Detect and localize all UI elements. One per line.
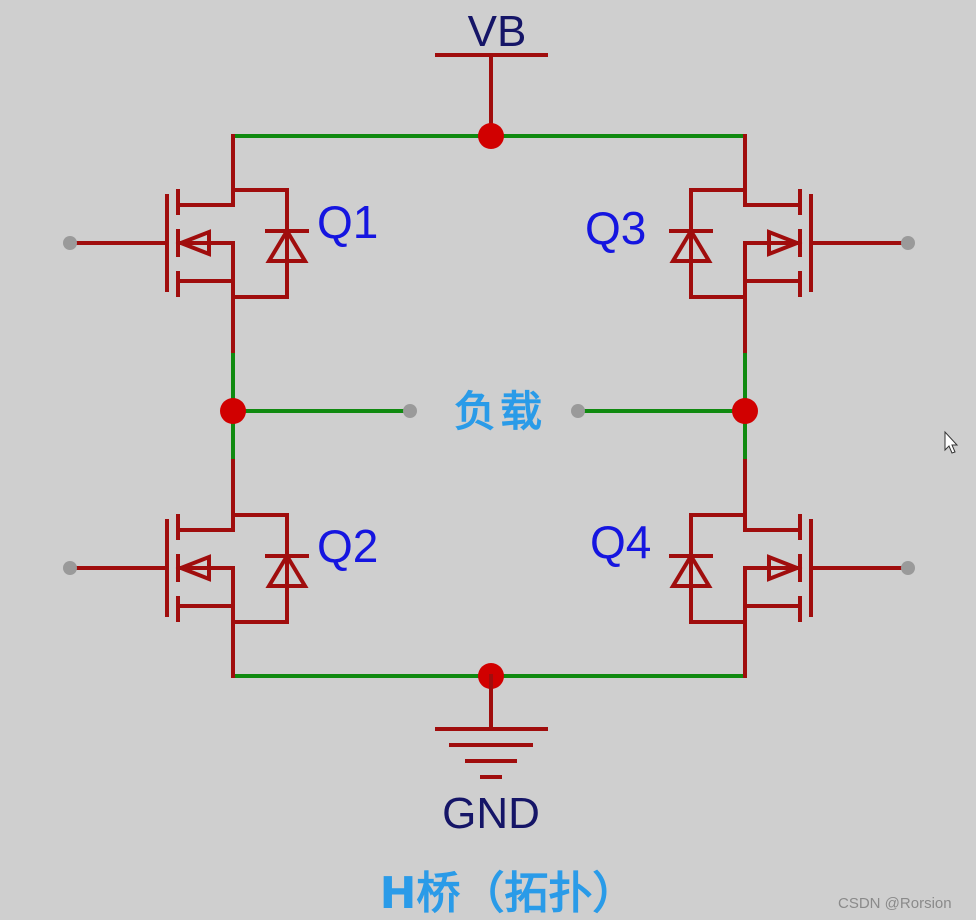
q1-gate-lead (63, 236, 167, 250)
load-label: 负载 (454, 387, 546, 436)
body-arrow (175, 229, 211, 257)
body-arrow (767, 229, 803, 257)
vb-supply-symbol (435, 53, 548, 138)
q3-label: Q3 (585, 202, 646, 254)
load-pin-left[interactable] (403, 404, 417, 418)
q4-gate-pin[interactable] (901, 561, 915, 575)
diagram-title: H桥（拓扑） (380, 868, 637, 919)
q4-label: Q4 (590, 516, 651, 568)
gnd-label: GND (442, 789, 540, 838)
q1-gate-pin[interactable] (63, 236, 77, 250)
ground-symbol (435, 674, 548, 779)
q4-gate-lead (811, 561, 915, 575)
junction-left (220, 398, 246, 424)
q2-label: Q2 (317, 520, 378, 572)
q1-mosfet-symbol (165, 134, 309, 353)
vb-label: VB (468, 7, 527, 56)
watermark: CSDN @Rorsion (838, 895, 952, 912)
q4-mosfet-symbol (669, 459, 813, 678)
q3-gate-lead (811, 236, 915, 250)
junction-top (478, 123, 504, 149)
q1-label: Q1 (317, 196, 378, 248)
right-midpoint-wire (576, 350, 747, 462)
body-arrow (175, 554, 211, 582)
q2-mosfet-symbol (165, 459, 309, 678)
diode-triangle (265, 552, 309, 588)
junction-right (732, 398, 758, 424)
diode-triangle (669, 227, 713, 263)
load-pin-right[interactable] (571, 404, 585, 418)
q3-mosfet-symbol (669, 134, 813, 353)
q2-gate-lead (63, 561, 167, 575)
mouse-cursor-icon (944, 430, 959, 454)
diode-triangle (669, 552, 713, 588)
body-arrow (767, 554, 803, 582)
diode-triangle (265, 227, 309, 263)
left-midpoint-wire (231, 350, 412, 462)
q2-gate-pin[interactable] (63, 561, 77, 575)
q3-gate-pin[interactable] (901, 236, 915, 250)
